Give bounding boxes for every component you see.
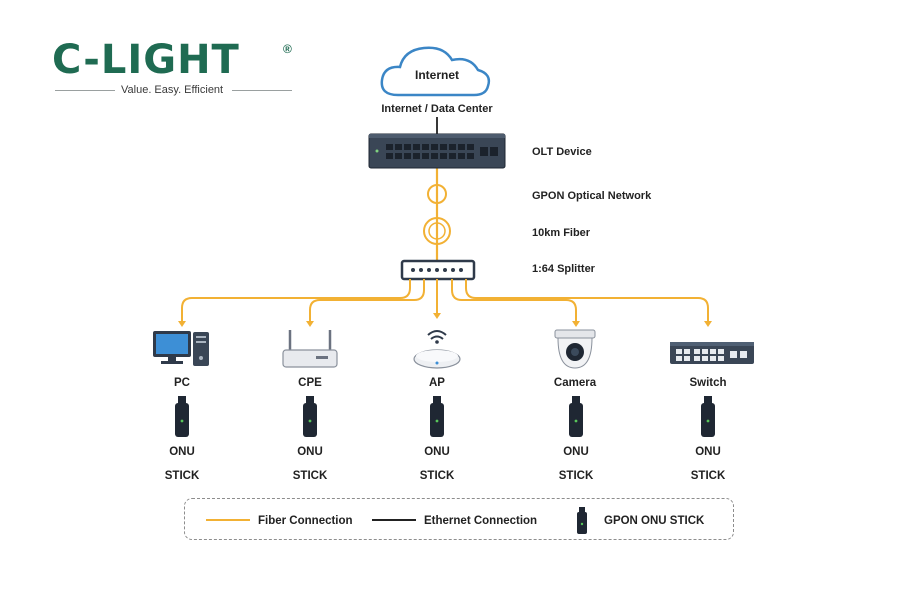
- onu-label-line1: ONU: [563, 446, 589, 458]
- splitter-label: 1:64 Splitter: [532, 263, 595, 275]
- cloud-label: Internet: [414, 68, 459, 82]
- onu-stick-icon: [303, 396, 317, 437]
- fiber-label: 10km Fiber: [532, 227, 591, 239]
- onu-label-line2: STICK: [164, 470, 200, 482]
- device-label-camera: Camera: [553, 377, 597, 389]
- distribution-fiber: [181, 279, 709, 322]
- onu-label-line1: ONU: [169, 446, 195, 458]
- onu-label-line2: STICK: [558, 470, 594, 482]
- network-switch-icon: [670, 342, 754, 364]
- router-icon: [282, 330, 338, 368]
- registered-mark: ®: [283, 42, 292, 56]
- olt-device-icon: [368, 133, 506, 169]
- legend-onu-stick-icon: [577, 507, 587, 534]
- splitter-icon: [400, 259, 476, 281]
- brand-logo: C-LIGHT: [52, 37, 240, 83]
- onu-stick-icon: [569, 396, 583, 437]
- cloud-caption: Internet / Data Center: [381, 103, 493, 115]
- legend-fiber-label: Fiber Connection: [258, 515, 353, 527]
- tagline-divider-left: [55, 90, 115, 91]
- fiber-coil-small: [427, 184, 447, 204]
- onu-label-line2: STICK: [292, 470, 328, 482]
- dome-camera-icon: [554, 329, 596, 369]
- legend-onu-stick-label: GPON ONU STICK: [604, 515, 705, 527]
- onu-label-line1: ONU: [695, 446, 721, 458]
- desktop-pc-icon: [153, 331, 209, 366]
- onu-label-line1: ONU: [297, 446, 323, 458]
- onu-label-line1: ONU: [424, 446, 450, 458]
- onu-label-line2: STICK: [419, 470, 455, 482]
- onu-stick-icon: [701, 396, 715, 437]
- onu-stick-icon: [430, 396, 444, 437]
- legend-ethernet-label: Ethernet Connection: [424, 515, 538, 527]
- device-label-switch: Switch: [689, 377, 727, 389]
- device-label-pc: PC: [174, 377, 190, 389]
- fiber-coil-large: [423, 217, 451, 245]
- onu-stick-icon: [175, 396, 189, 437]
- cloud-icon: [380, 46, 491, 97]
- access-point-icon: [413, 330, 461, 369]
- gpon-label: GPON Optical Network: [532, 190, 652, 202]
- brand-tagline: Value. Easy. Efficient: [121, 84, 224, 96]
- tagline-divider-right: [232, 90, 292, 91]
- onu-label-line2: STICK: [690, 470, 726, 482]
- device-label-ap: AP: [429, 377, 445, 389]
- olt-label: OLT Device: [532, 146, 592, 158]
- device-label-cpe: CPE: [298, 377, 322, 389]
- legend: [184, 498, 734, 540]
